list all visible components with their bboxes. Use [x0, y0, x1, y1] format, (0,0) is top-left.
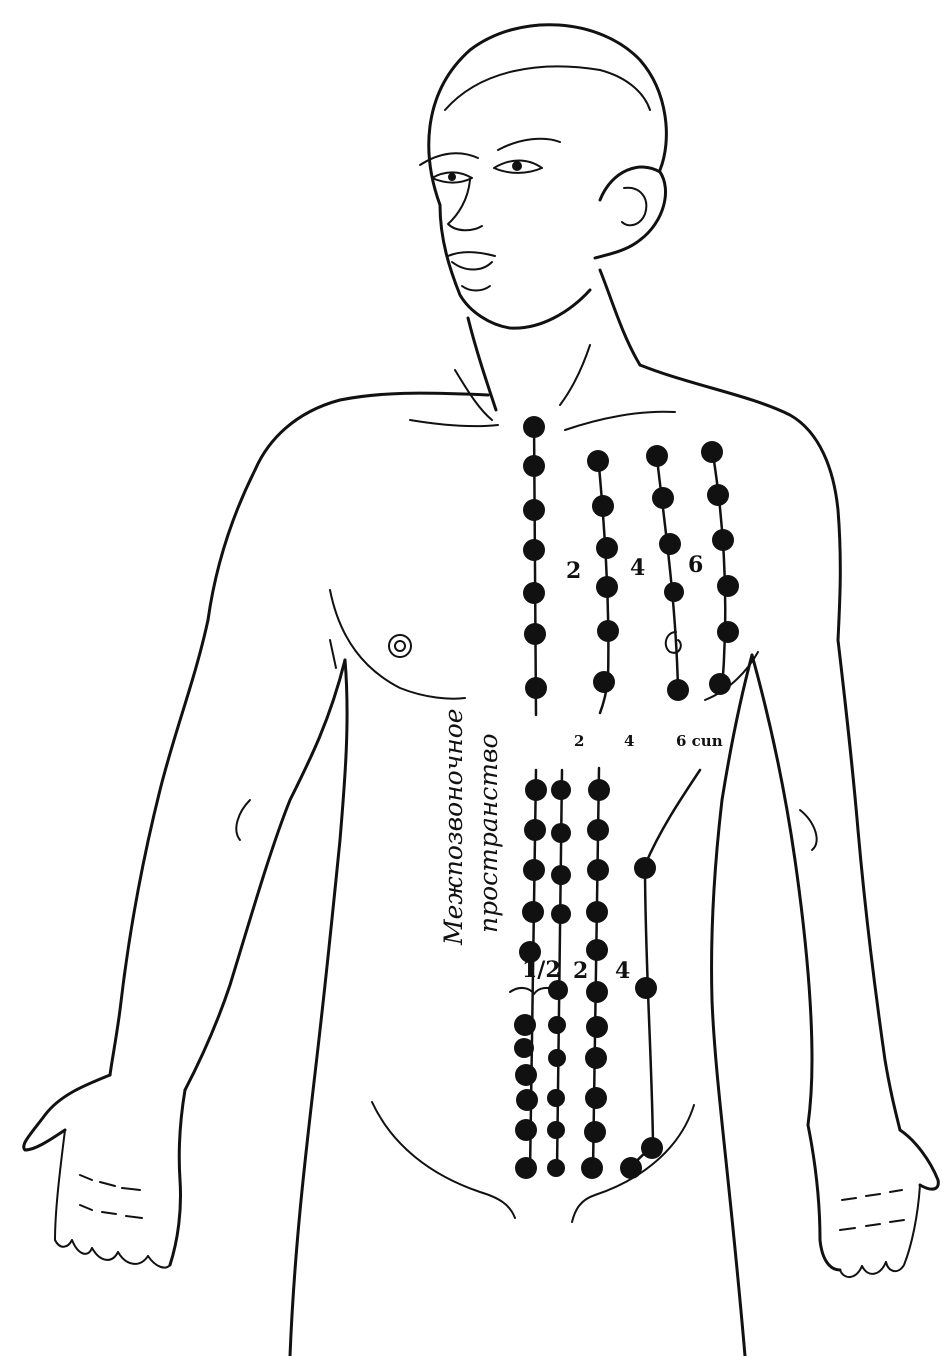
acupoint [522, 901, 544, 923]
acupoint [701, 441, 723, 463]
acupoint [523, 499, 545, 521]
acupoint [652, 487, 674, 509]
neck-shoulders [208, 270, 840, 640]
acupoint [525, 677, 547, 699]
acupoint [620, 1157, 642, 1179]
acupoints [514, 416, 739, 1179]
acupoint [523, 455, 545, 477]
acupoint [586, 939, 608, 961]
acupoint [586, 981, 608, 1003]
acupoint [717, 621, 739, 643]
acupoint [525, 779, 547, 801]
acupoint [712, 529, 734, 551]
labels: 2 4 6 2 4 6 cun 1/2 2 4 Межпозвоночное п… [439, 552, 723, 984]
acupoint [548, 980, 568, 1000]
acupoint [593, 671, 615, 693]
acupoint [596, 576, 618, 598]
acupoint [516, 1089, 538, 1111]
acupoint [667, 679, 689, 701]
acupoint [515, 1119, 537, 1141]
acupoint [524, 819, 546, 841]
acupoint [635, 977, 657, 999]
acupoint [515, 1064, 537, 1086]
label-upper-2: 2 [566, 558, 581, 584]
acupoint [585, 1087, 607, 1109]
acupoint [523, 859, 545, 881]
acupoint [551, 865, 571, 885]
acupoint [586, 901, 608, 923]
acupoint [587, 450, 609, 472]
label-mid-4: 4 [624, 732, 634, 750]
label-lower-2: 2 [573, 958, 588, 984]
label-upper-6: 6 [688, 552, 703, 578]
acupoint [547, 1089, 565, 1107]
label-upper-4: 4 [630, 555, 645, 581]
acupoint [515, 1157, 537, 1179]
acupoint [634, 857, 656, 879]
acupoint [548, 1016, 566, 1034]
label-mid-6-cun: 6 cun [676, 732, 723, 750]
acupoint [514, 1014, 536, 1036]
acupoint [659, 533, 681, 555]
acupoint [551, 904, 571, 924]
acupoint [523, 416, 545, 438]
right-arm [752, 640, 938, 1277]
head [420, 25, 666, 328]
acupoint [664, 582, 684, 602]
acupoint [717, 575, 739, 597]
label-intervertebral-line1: Межпозвоночное [439, 708, 468, 946]
acupoint [641, 1137, 663, 1159]
acupoint [585, 1047, 607, 1069]
acupoint [524, 623, 546, 645]
label-mid-2: 2 [574, 732, 584, 750]
acupoint [592, 495, 614, 517]
acupoint [547, 1121, 565, 1139]
acupoint [523, 582, 545, 604]
acupoint [707, 484, 729, 506]
acupoint [596, 537, 618, 559]
label-lower-half: 1/2 [522, 957, 561, 983]
label-lower-4: 4 [615, 958, 630, 984]
acupoint [597, 620, 619, 642]
label-intervertebral-line2: пространство [474, 733, 503, 933]
acupoint [547, 1159, 565, 1177]
acupoint [586, 1016, 608, 1038]
acupoint [588, 779, 610, 801]
acupoint [584, 1121, 606, 1143]
acupoint [587, 819, 609, 841]
acupoint [581, 1157, 603, 1179]
acupoint [548, 1049, 566, 1067]
acupoint [523, 539, 545, 561]
acupoint [587, 859, 609, 881]
left-arm [24, 620, 345, 1268]
acupoint [709, 673, 731, 695]
acupoint [646, 445, 668, 467]
acupoint [514, 1038, 534, 1058]
acupoint [551, 823, 571, 843]
acupoint [551, 780, 571, 800]
